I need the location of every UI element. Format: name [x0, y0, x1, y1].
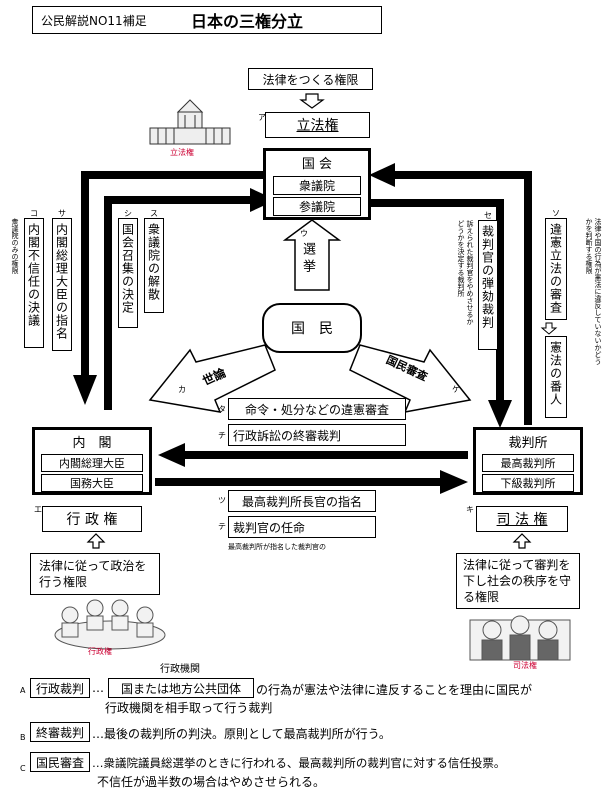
judges-icon: [469, 615, 571, 661]
cabinet-name: 内 閣: [72, 436, 112, 451]
dissolution: 衆議院の解散: [144, 218, 164, 313]
arrow-court-to-diet: [369, 163, 532, 425]
executive-authority: 法律に従って政治を行う権限: [30, 553, 160, 595]
arrow-diet-to-cabinet: [73, 171, 270, 405]
arrow-authority-to-judicial: [512, 533, 532, 549]
note-c-term: 国民審査: [30, 752, 90, 772]
arrow-cabinet-to-court: [155, 470, 468, 494]
note-b-line1: …最後の裁判所の判決。原則として最高裁判所が行う。: [92, 727, 391, 741]
judicial-review-note: 法律や国の行為が憲法に違反していないかどうかを判断する権限: [585, 218, 602, 365]
header-subtitle: 公民解説NO11補足: [41, 13, 147, 28]
legislative-image-label: 立法権: [170, 148, 194, 157]
impeachment-trial: 裁判官の弾劾裁判: [478, 220, 498, 350]
impeachment-note: 訴えられた裁判官をやめさせるかどうかを決定する裁判所: [457, 220, 474, 325]
page-title: 日本の三権分立: [191, 12, 304, 31]
appointment-note: 最高裁判所が指名した裁判官の: [228, 543, 326, 551]
judicial-power: 司 法 権: [476, 506, 568, 532]
item-shi-letter: シ: [124, 209, 132, 218]
judicial-review: 違憲立法の審査: [545, 218, 567, 320]
note-a-marker: A: [20, 686, 26, 695]
diet-box: 国 会 衆議院 参議院: [263, 148, 371, 220]
note-c-marker: C: [20, 764, 26, 773]
note-c-line1: …衆議院議員総選挙のときに行われる、最高裁判所の裁判官に対する信任投票。: [92, 756, 506, 770]
legislative-authority: 法律をつくる権限: [248, 68, 373, 90]
note-b-marker: B: [20, 733, 26, 742]
judge-appointment: 裁判官の任命: [228, 516, 376, 538]
court-name: 裁判所: [508, 436, 548, 451]
unconstitutional-review-orders: 命令・処分などの違憲審査: [228, 398, 406, 420]
review-letter: ケ: [452, 385, 460, 394]
item-te-letter: テ: [218, 522, 226, 531]
arrow-review-to-keeper: [540, 322, 558, 335]
header-box: 公民解説NO11補足 日本の三権分立: [32, 6, 382, 34]
no-confidence-note: 衆議院のみの権限: [11, 218, 19, 274]
item-ko-letter: コ: [30, 209, 38, 218]
item-tsu-letter: ツ: [218, 496, 226, 505]
diet-name: 国 会: [301, 157, 333, 172]
cabinet-meeting-icon: [54, 599, 166, 650]
no-confidence-resolution: 内閣不信任の決議: [24, 218, 44, 348]
item-sa-letter: サ: [58, 209, 66, 218]
note-c-line2: 不信任が過半数の場合はやめさせられる。: [97, 775, 326, 789]
item-ta-letter: タ: [218, 405, 226, 414]
election-label: 選挙: [300, 242, 315, 276]
election-arrow: [282, 219, 342, 291]
lower-courts: 下級裁判所: [482, 474, 574, 492]
legislative-power-letter: ア: [258, 113, 266, 122]
note-b-term: 終審裁判: [30, 722, 90, 742]
executive-power: 行 政 権: [42, 506, 142, 532]
arrow-authority-to-legislative: [299, 93, 325, 109]
prime-minister: 内閣総理大臣: [41, 454, 143, 472]
national-review-arrow: [349, 344, 472, 413]
item-su-letter: ス: [150, 209, 158, 218]
executive-image-label: 行政権: [88, 647, 112, 656]
gyosei-kikan-label: 行政機関: [160, 664, 200, 675]
item-se-letter: セ: [484, 211, 492, 220]
judicial-power-letter: キ: [466, 505, 474, 514]
diet-building-icon: [149, 99, 231, 145]
note-a-line2: 行政機関を相手取って行う裁判: [105, 701, 273, 715]
executive-power-letter: エ: [34, 505, 42, 514]
note-a-line1: の行為が憲法や法律に違反することを理由に国民が: [256, 683, 533, 697]
note-a-lead: …: [92, 681, 104, 695]
legislative-power: 立法権: [265, 112, 370, 138]
guardian-of-constitution: 憲法の番人: [545, 336, 567, 418]
arrow-diet-to-court: [370, 199, 512, 428]
opinion-arrow: [148, 344, 276, 413]
opinion-letter: カ: [178, 385, 186, 394]
ministers-of-state: 国務大臣: [41, 474, 143, 492]
house-of-councillors: 参議院: [273, 197, 361, 216]
final-administrative-trial: 行政訴訟の終審裁判: [228, 424, 406, 446]
court-box: 裁判所 最高裁判所 下級裁判所: [473, 427, 583, 495]
judicial-authority: 法律に従って審判を下し社会の秩序を守る権限: [456, 553, 580, 609]
cabinet-box: 内 閣 内閣総理大臣 国務大臣: [32, 427, 152, 495]
arrow-authority-to-executive: [86, 533, 106, 549]
house-of-representatives: 衆議院: [273, 176, 361, 195]
judicial-image-label: 司法権: [513, 661, 537, 670]
chief-justice-nomination: 最高裁判所長官の指名: [228, 490, 376, 512]
supreme-court: 最高裁判所: [482, 454, 574, 472]
item-chi-letter: チ: [218, 431, 226, 440]
note-a-entity: 国または地方公共団体: [108, 678, 254, 698]
arrow-court-to-cabinet: [158, 443, 468, 467]
election-letter: ウ: [300, 229, 308, 238]
note-a-term: 行政裁判: [30, 678, 90, 698]
people-box: 国 民: [262, 303, 362, 353]
diet-convocation: 国会召集の決定: [118, 218, 138, 328]
item-so-letter: ソ: [552, 209, 560, 218]
pm-nomination: 内閣総理大臣の指名: [52, 218, 72, 351]
